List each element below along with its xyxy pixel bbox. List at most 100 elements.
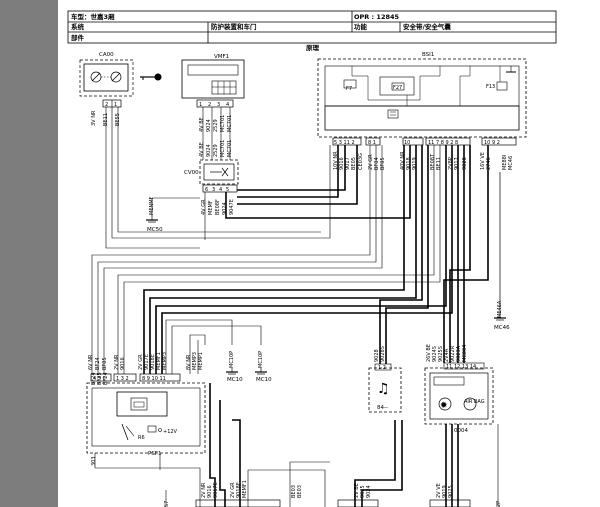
svg-text:F13: F13: [486, 84, 495, 90]
svg-text:57: 57: [164, 501, 170, 507]
svg-text:4: 4: [226, 102, 229, 108]
svg-text:2: 2: [105, 102, 108, 108]
svg-text:BF05: BF05: [380, 157, 386, 170]
bottom-connectors: [195, 499, 471, 507]
svg-text:9022R: 9022R: [450, 345, 456, 362]
svg-text:MC701: MC701: [220, 140, 226, 157]
header-table: [67, 10, 557, 44]
svg-text:9024: 9024: [366, 485, 372, 498]
svg-text:9019: 9019: [412, 157, 418, 170]
svg-text:10: 10: [404, 140, 410, 146]
vmf1-label: VMF1: [214, 54, 229, 60]
svg-text:9028: 9028: [374, 349, 380, 362]
svg-text:8 9 10 11: 8 9 10 11: [142, 376, 166, 382]
svg-text:2V GR: 2V GR: [368, 154, 374, 170]
svg-text:6: 6: [205, 187, 208, 193]
svg-text:26V BE: 26V BE: [426, 344, 432, 362]
function-label: 功能: [354, 22, 368, 31]
svg-text:ME88I: ME88I: [502, 155, 508, 170]
svg-text:2P: 2P: [496, 501, 502, 507]
svg-text:CE03G: CE03G: [358, 153, 364, 170]
svg-text:2V8P: 2V8P: [448, 157, 454, 170]
svg-text:1 2: 1 2: [378, 365, 386, 371]
key-icon: [140, 73, 162, 81]
svg-text:2529: 2529: [213, 119, 219, 132]
svg-text:BE05: BE05: [351, 157, 357, 170]
svg-text:8V NR: 8V NR: [186, 354, 192, 370]
vmf1-module: 1 2 3 4: [181, 59, 245, 108]
connector-84: 1 2: [368, 363, 402, 413]
svg-text:BE11: BE11: [436, 157, 442, 170]
svg-text:BE08T: BE08T: [430, 153, 436, 170]
bsi1-pin-row: 5 3 11 2 8 1 10 11 7 8 9 2 8 10 9 2: [332, 137, 517, 146]
left-margin-strip: [0, 0, 58, 507]
svg-text:MEMP3: MEMP3: [192, 352, 198, 370]
svg-text:BF24: BF24: [103, 372, 109, 385]
svg-text:9024: 9024: [206, 144, 212, 157]
parts-label: 部件: [71, 33, 85, 42]
svg-text:9017E: 9017E: [144, 354, 150, 370]
schematic-sheet: 车型：世嘉3厢 OPR : 12845 系统 防护装置和车门 功能 安全带/安全…: [58, 0, 600, 507]
svg-text:9017E: 9017E: [213, 482, 219, 498]
svg-text:BF25: BF25: [97, 372, 103, 385]
svg-text:2V NR: 2V NR: [114, 354, 120, 370]
svg-text:9016: 9016: [207, 485, 213, 498]
svg-text:MC10P: MC10P: [229, 351, 235, 368]
svg-text:9023A: 9023A: [456, 345, 462, 362]
svg-text:R6: R6: [138, 435, 145, 441]
mc46-ground-icon: [494, 172, 506, 321]
module-0004: 11 12 13 14: [424, 362, 494, 425]
system-value: 防护装置和车门: [211, 22, 257, 31]
svg-text:9016: 9016: [339, 157, 345, 170]
svg-text:5 3 11 2: 5 3 11 2: [334, 140, 355, 146]
mc10-label-a: MC10: [227, 377, 243, 383]
svg-text:6V NR: 6V NR: [88, 354, 94, 370]
svg-text:9025: 9025: [360, 485, 366, 498]
svg-text:5: 5: [226, 187, 229, 193]
function-value: 安全带/安全气囊: [403, 22, 451, 31]
svg-text:9024: 9024: [206, 119, 212, 132]
mc50-label: MC50: [147, 227, 163, 233]
svg-text:303: 303: [91, 456, 97, 466]
svg-text:1: 1: [114, 102, 117, 108]
mc50-ground-icon: [146, 215, 158, 223]
svg-text:MC46: MC46: [508, 156, 514, 170]
svg-text:40V NR: 40V NR: [400, 151, 406, 170]
airbag-icon: AIR BAG: [464, 399, 485, 405]
svg-text:3: 3: [217, 102, 220, 108]
svg-text:MEMF1: MEMF1: [242, 480, 248, 498]
svg-text:9018E: 9018E: [236, 482, 242, 498]
svg-text:11 12 13 14: 11 12 13 14: [446, 364, 476, 370]
svg-text:2V VE: 2V VE: [436, 483, 442, 498]
svg-text:3V NR: 3V NR: [91, 110, 97, 126]
seatbelt-warning-icon: ✹: [440, 401, 448, 411]
vehicle-label: 车型：世嘉3厢: [71, 12, 115, 21]
psf1-module: 4 5 6 1 3 2 8 9 10 11: [86, 373, 206, 454]
svg-text:1: 1: [199, 102, 202, 108]
svg-text:2: 2: [208, 102, 211, 108]
svg-text:9025: 9025: [448, 485, 454, 498]
svg-text:MEMF1: MEMF1: [156, 352, 162, 370]
svg-text:10V NR: 10V NR: [333, 151, 339, 170]
svg-text:9017: 9017: [345, 157, 351, 170]
mc46-label: MC46: [494, 325, 510, 331]
svg-text:11 7 8 9 2 8: 11 7 8 9 2 8: [428, 140, 458, 146]
svg-text:2V BE: 2V BE: [354, 483, 360, 498]
ca00-ignition-switch: 2 1: [79, 59, 134, 108]
psf1-label: PSF1: [148, 451, 161, 457]
svg-text:F7: F7: [346, 86, 352, 92]
bsi1-label: BSI1: [422, 52, 434, 58]
svg-text:9024S: 9024S: [432, 346, 438, 362]
mc10-ground-icons: [226, 368, 267, 375]
svg-text:BF05: BF05: [102, 357, 108, 370]
svg-text:4 5 6: 4 5 6: [93, 376, 106, 382]
svg-text:3: 3: [212, 187, 215, 193]
svg-text:9017: 9017: [454, 157, 460, 170]
wiring-diagram: 车型：世嘉3厢 OPR : 12845 系统 防护装置和车门 功能 安全带/安全…: [67, 10, 557, 507]
svg-text:9019: 9019: [442, 485, 448, 498]
svg-text:BF24: BF24: [91, 372, 97, 385]
ca00-label: CA00: [99, 52, 114, 58]
svg-text:4V BE: 4V BE: [199, 117, 205, 132]
svg-text:9018E: 9018E: [150, 354, 156, 370]
connector-84-label: 84--: [377, 405, 388, 411]
